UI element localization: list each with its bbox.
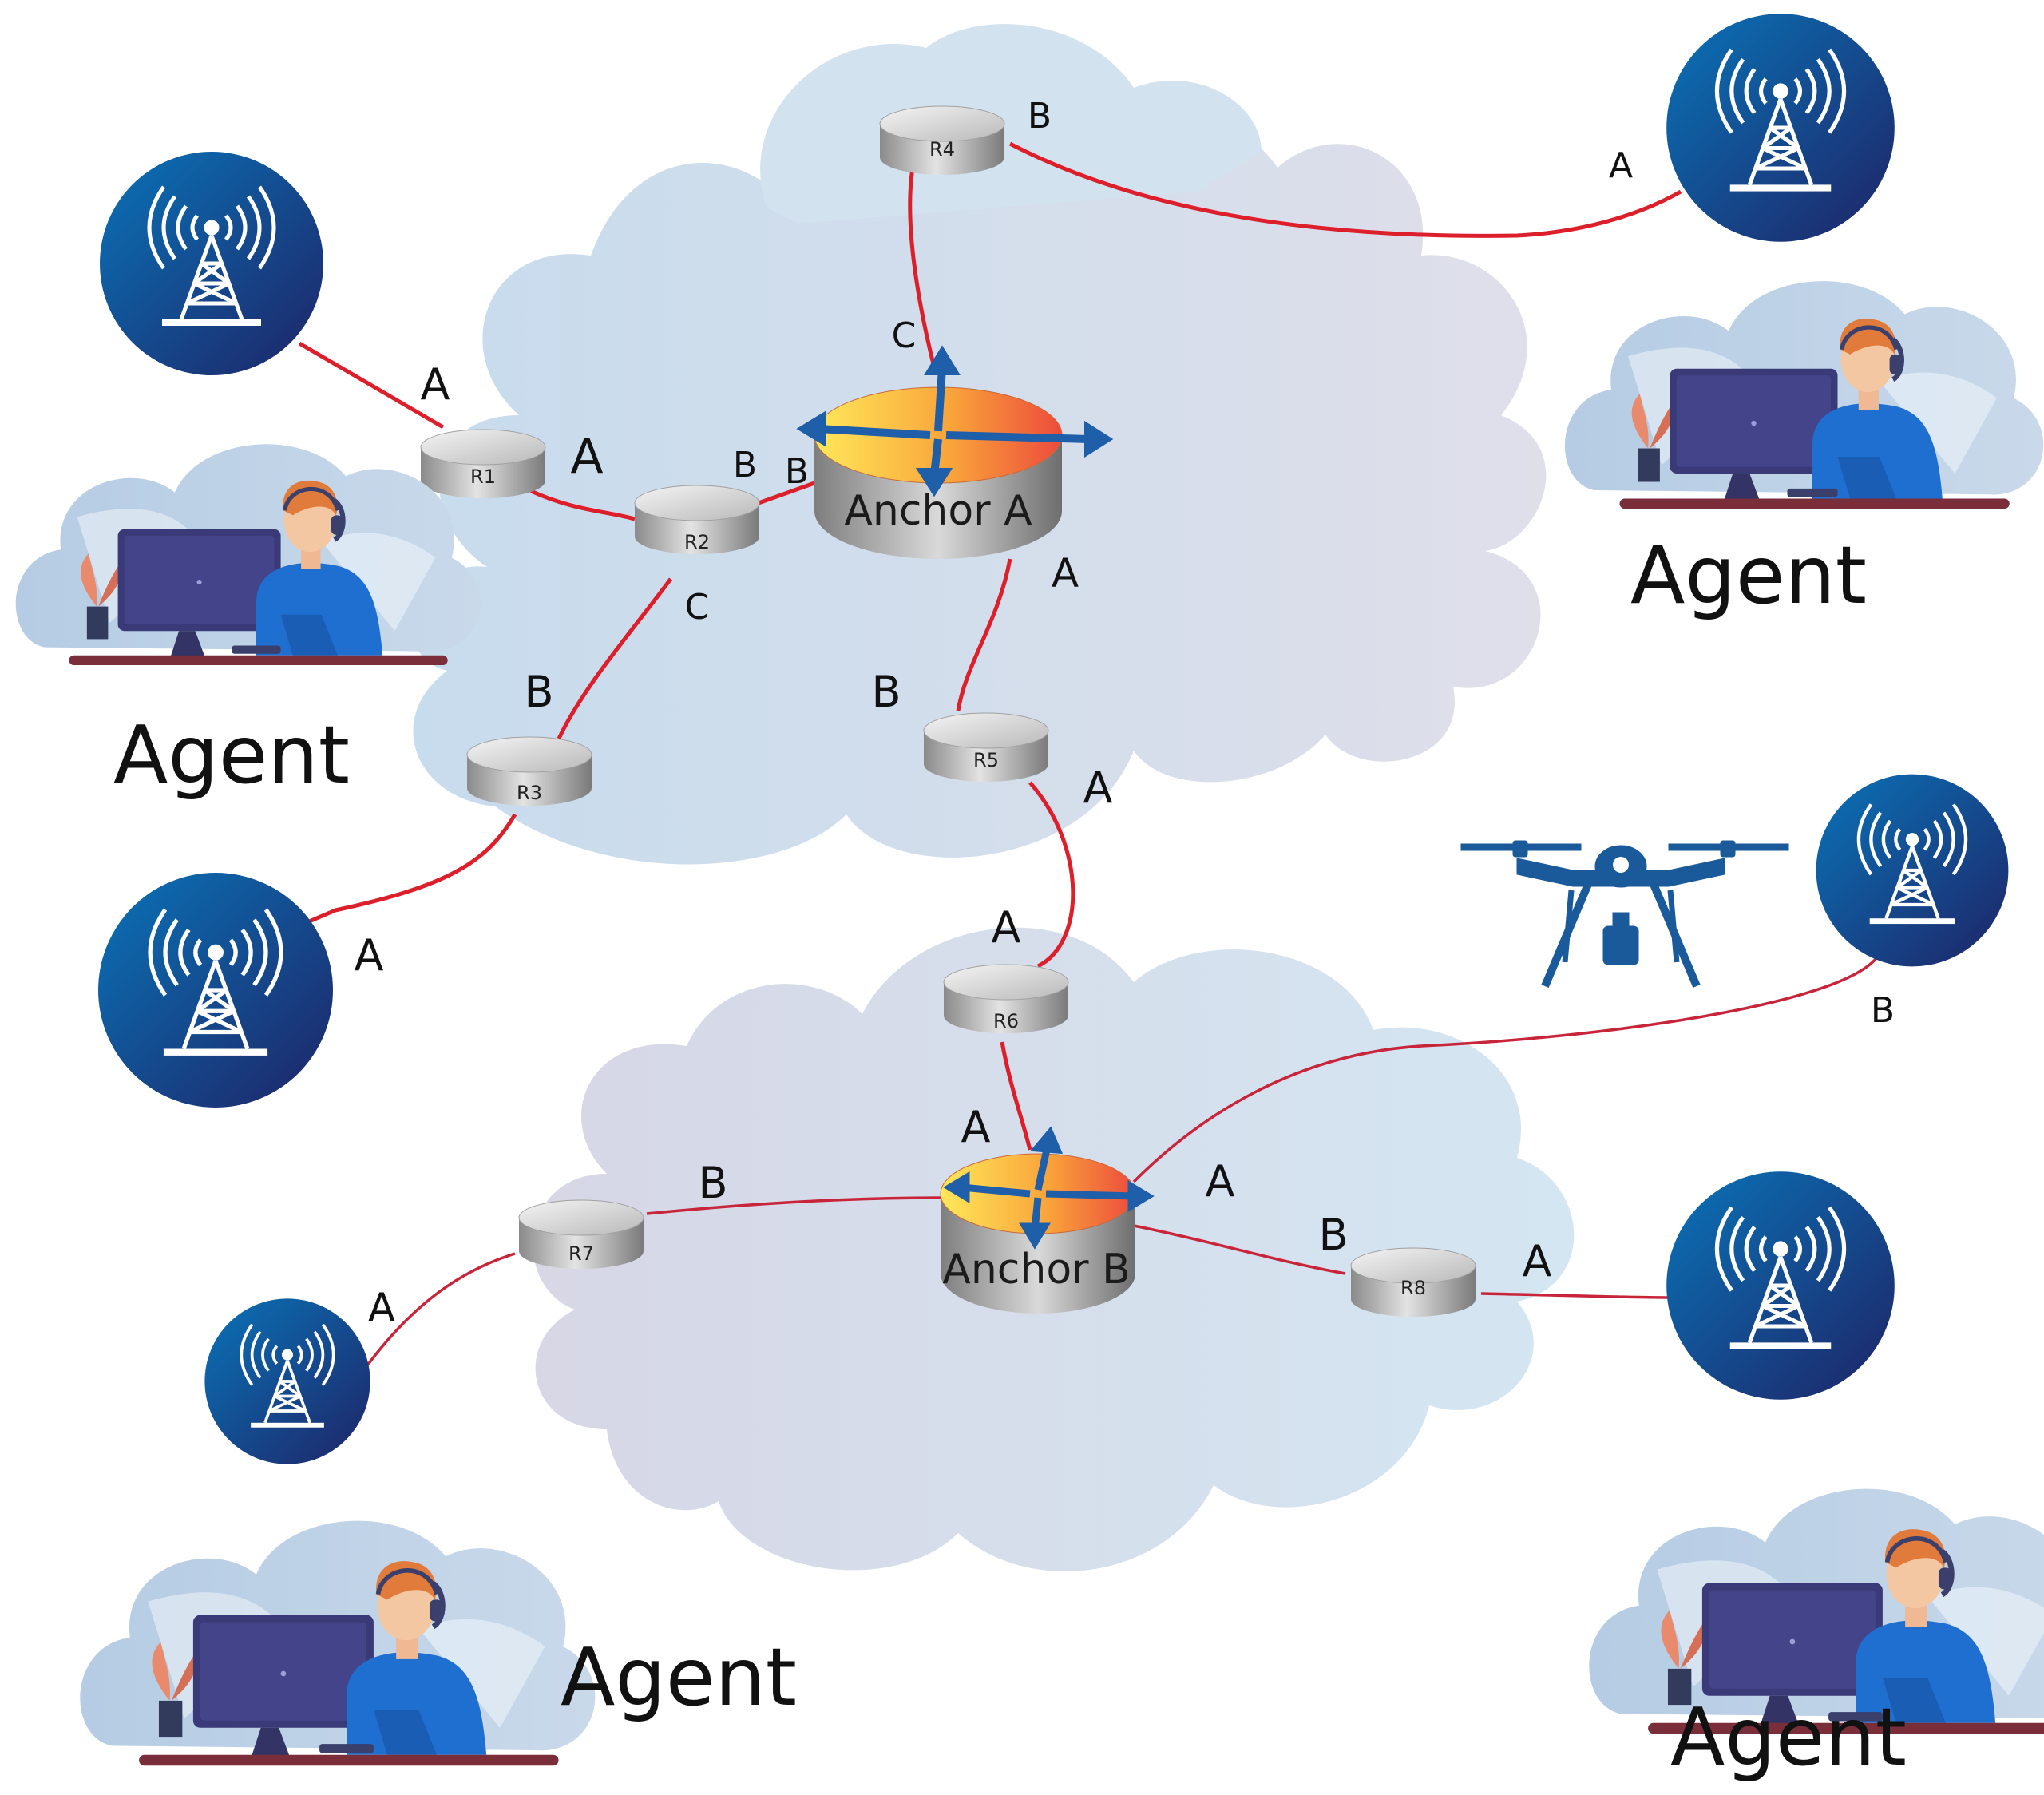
- anchor-a-router: Anchor A: [796, 345, 1114, 559]
- link-r3-tower3: [307, 813, 517, 925]
- agent-label-right-top: Agent: [1630, 529, 1867, 622]
- port-label: B: [785, 451, 809, 492]
- agent-scene-left-bottom: [80, 1521, 595, 1766]
- router-r6: R6: [943, 964, 1069, 1034]
- router-r1: R1: [420, 429, 546, 499]
- port-label: A: [1206, 1156, 1235, 1207]
- router-r5: R5: [923, 712, 1049, 783]
- link-r4-anchorA: [908, 159, 937, 368]
- router-r3-label: R3: [517, 782, 542, 804]
- port-label: B: [1318, 1210, 1348, 1260]
- router-r2-label: R2: [684, 531, 710, 553]
- router-r7: R7: [518, 1199, 644, 1270]
- port-label: A: [961, 1102, 991, 1152]
- agent-scene-right-top: [1565, 281, 2043, 509]
- anchor-a-label: Anchor A: [844, 487, 1032, 535]
- router-r6-label: R6: [993, 1010, 1019, 1032]
- port-label: A: [1609, 145, 1633, 186]
- link-tower5-r7: [366, 1252, 516, 1367]
- anchor-b-router: Anchor B: [940, 1126, 1155, 1314]
- router-r1-label: R1: [470, 466, 496, 488]
- tower-icon-right-bottom: [1666, 1171, 1895, 1400]
- link-r7-anchorB: [646, 1196, 943, 1215]
- link-r5-r6: [1028, 781, 1075, 969]
- agent-label-right-bottom: Agent: [1670, 1690, 1907, 1784]
- link-tower1-r1: [298, 341, 445, 430]
- link-r4-tower2: [1008, 141, 1682, 238]
- link-r2-anchorA: [758, 481, 815, 505]
- port-label: B: [524, 667, 553, 717]
- router-r4-label: R4: [929, 138, 955, 160]
- port-label: B: [733, 445, 757, 485]
- port-label: A: [1052, 550, 1079, 596]
- port-label: B: [1871, 990, 1895, 1031]
- agent-label-left-bottom: Agent: [561, 1631, 797, 1724]
- link-r1-r2: [529, 489, 636, 521]
- port-label: A: [355, 930, 384, 981]
- port-label: A: [421, 359, 450, 410]
- link-r2-r3: [557, 577, 673, 740]
- router-r4: R4: [879, 105, 1005, 176]
- port-label: B: [1028, 96, 1052, 137]
- tower-icon-top-right: [1666, 14, 1895, 242]
- port-label: C: [685, 587, 710, 628]
- router-r7-label: R7: [568, 1242, 594, 1265]
- link-anchorB-tower4: [1132, 957, 1878, 1183]
- tower-icon-top-left: [100, 152, 323, 375]
- anchor-b-arrows-icon: [943, 1126, 1155, 1250]
- tower-icon-left-bottom: [203, 1297, 372, 1466]
- port-label: C: [892, 315, 917, 356]
- port-label: A: [570, 429, 603, 485]
- tower-icon-right-middle: [1816, 775, 2009, 967]
- agent-scene-left-top: [16, 444, 481, 665]
- port-label: B: [871, 667, 901, 717]
- link-anchorB-r8: [1133, 1224, 1346, 1275]
- router-r3: R3: [466, 736, 592, 806]
- link-anchorA-r5: [956, 558, 1012, 711]
- link-r8-tower6: [1480, 1292, 1670, 1299]
- port-label: A: [1523, 1236, 1552, 1286]
- tower-icon-left-middle: [98, 873, 333, 1108]
- link-r6-anchorB: [1000, 1041, 1032, 1151]
- router-r8: R8: [1350, 1247, 1476, 1318]
- router-r2: R2: [634, 485, 760, 555]
- anchor-b-label: Anchor B: [942, 1246, 1130, 1294]
- drone-icon: [1460, 840, 1789, 988]
- port-label: B: [698, 1158, 727, 1208]
- port-label: A: [1083, 763, 1113, 813]
- anchor-a-arrows-icon: [796, 345, 1114, 497]
- agent-label-left-top: Agent: [113, 708, 350, 802]
- port-label: A: [368, 1285, 395, 1331]
- cloud-upper-top: [760, 24, 1262, 224]
- router-r5-label: R5: [973, 749, 999, 771]
- router-r8-label: R8: [1400, 1277, 1426, 1299]
- port-label: A: [992, 902, 1021, 953]
